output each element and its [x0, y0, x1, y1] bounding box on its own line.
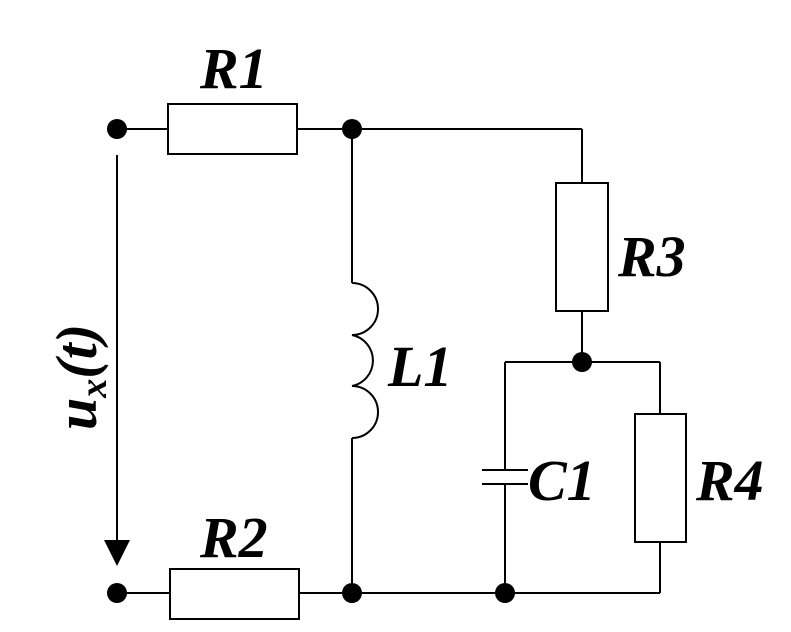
label-c1: C1	[528, 448, 596, 513]
terminal-top	[107, 119, 127, 139]
label-l1: L1	[387, 334, 452, 399]
label-r2: R2	[199, 505, 268, 570]
arrowhead-icon	[104, 540, 130, 566]
resistor-r4	[634, 413, 687, 543]
resistor-r1	[167, 103, 298, 155]
label-source-voltage: ux(t)	[44, 324, 115, 430]
voltage-arrow	[104, 155, 130, 566]
capacitor-c1	[482, 469, 528, 485]
label-r3: R3	[617, 224, 686, 289]
nodes	[107, 119, 592, 603]
inductor-l1	[351, 282, 379, 439]
node-bottom-c1	[495, 583, 515, 603]
node-bottom-l1	[342, 583, 362, 603]
node-top-junction	[342, 119, 362, 139]
source-u: u	[44, 398, 109, 430]
resistor-r2	[169, 568, 300, 620]
label-r4: R4	[695, 448, 764, 513]
terminal-bottom	[107, 583, 127, 603]
resistor-r3	[555, 182, 609, 312]
node-mid-junction	[572, 352, 592, 372]
source-arg: (t)	[44, 324, 109, 379]
source-subscript: x	[73, 379, 115, 399]
label-r1: R1	[199, 36, 268, 101]
